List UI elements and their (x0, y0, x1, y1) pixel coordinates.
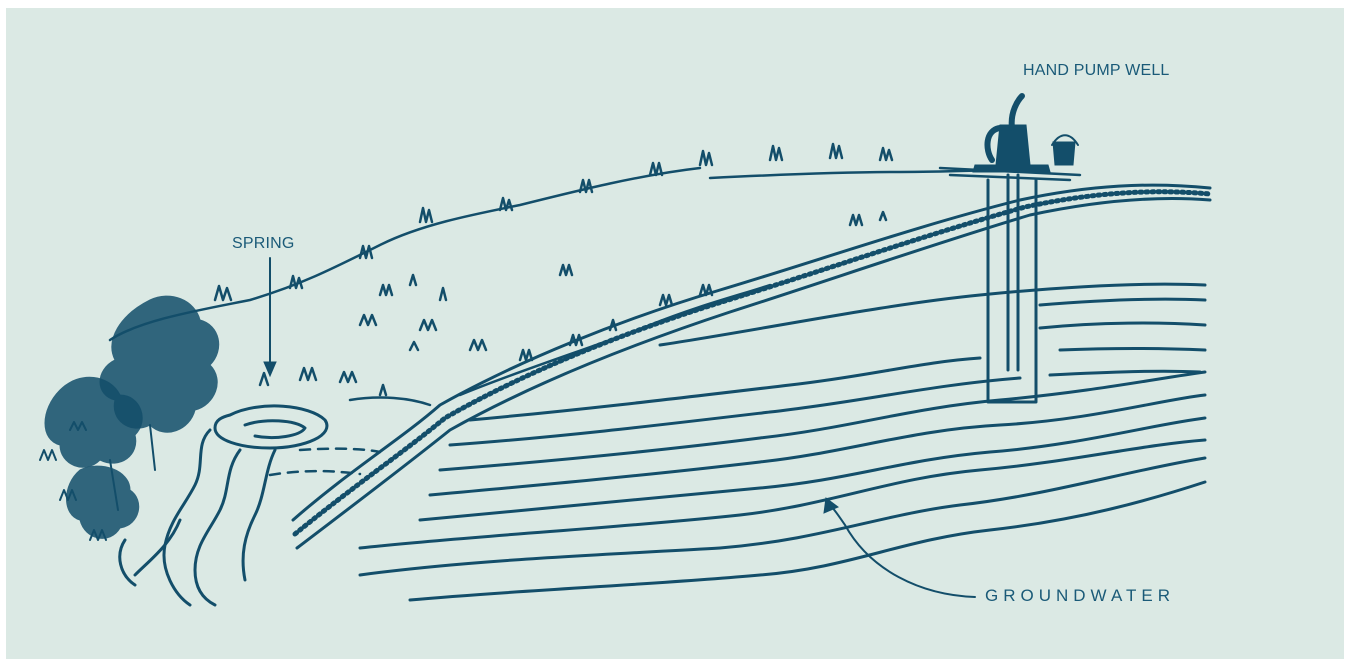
groundwater-label: GROUNDWATER (985, 586, 1175, 606)
groundwater-strata (360, 284, 1205, 600)
spring-arrow (264, 258, 276, 376)
spring-label: SPRING (232, 235, 295, 253)
hand-pump-well-label: HAND PUMP WELL (1023, 62, 1170, 80)
hand-pump-well (940, 96, 1080, 402)
shrubs (40, 296, 219, 540)
